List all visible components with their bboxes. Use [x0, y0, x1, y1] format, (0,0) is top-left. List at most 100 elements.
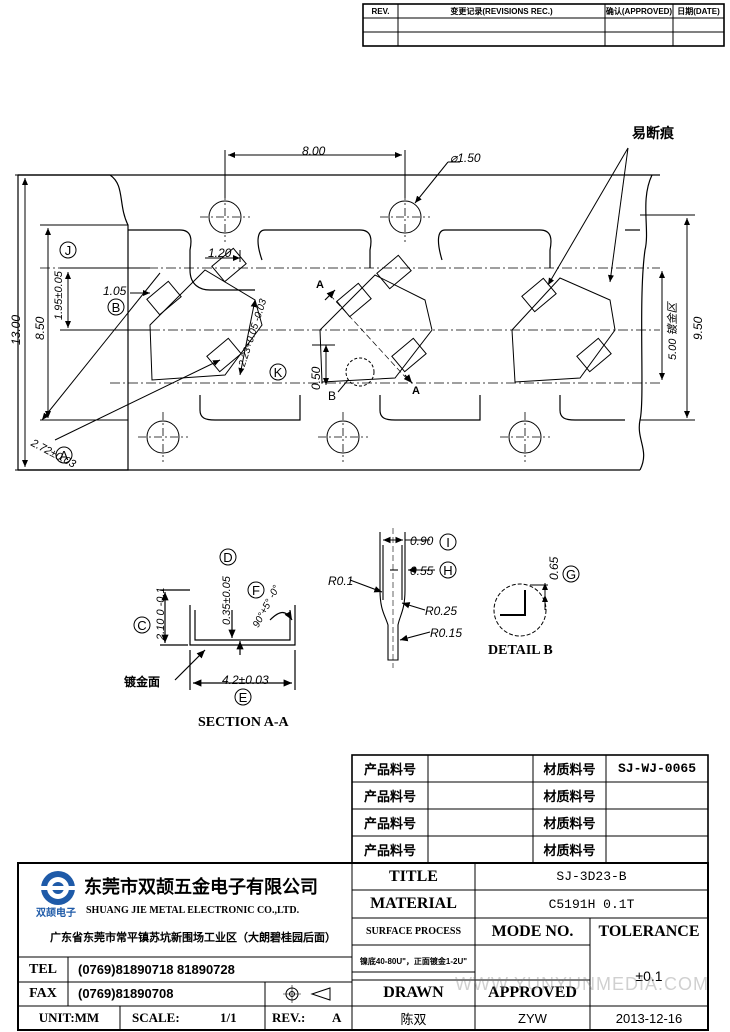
contact-1 [146, 247, 263, 381]
balloons [55, 241, 580, 706]
balloon-d: D [223, 549, 233, 565]
title-value: SJ-3D23-B [556, 869, 627, 884]
drawn-value: 陈双 [400, 1011, 427, 1027]
part-row-1-value [428, 755, 533, 782]
approved-value: ZYW [518, 1010, 547, 1026]
material-row-3-value [606, 809, 708, 836]
dim-065-label: 0.65 [547, 556, 561, 580]
balloon-c: C [137, 617, 147, 633]
rev-label: REV.: [272, 1010, 306, 1025]
dim-left-verticals [15, 174, 150, 471]
dim-pitch-label: 8.00 [302, 144, 326, 158]
revisions-col-header: 变更记录(REVISIONS REC.) [450, 6, 553, 16]
section-aa-profile [160, 589, 296, 690]
mode-label: MODE NO. [491, 922, 574, 940]
part-row-3-label: 产品料号 [363, 816, 416, 831]
material-row-4-value [606, 836, 708, 863]
detail-b-profile [493, 583, 548, 637]
dim-r01-label: R0.1 [328, 574, 354, 588]
break-mark-leaders [547, 147, 629, 286]
part-row-2-value [428, 782, 533, 809]
dim-small-tabs [130, 250, 241, 296]
part-row-1-label: 产品料号 [363, 762, 416, 777]
strip-centerlines [40, 267, 660, 384]
part-row-4-value [428, 836, 533, 863]
dim-500-label: 5.00 镀金区 [667, 302, 679, 360]
tel-label: TEL [28, 961, 57, 977]
material-row-1-value: SJ-WJ-0065 [617, 761, 696, 776]
dim-055-label: 0.55 [410, 564, 434, 578]
dim-850-label: 8.50 [33, 316, 47, 340]
balloon-e: E [238, 689, 248, 705]
detail-b-title: DETAIL B [488, 643, 553, 658]
tolerance-value: ±0.1 [635, 967, 663, 984]
surface-label: SURFACE PROCESS [365, 926, 462, 937]
title-label: TITLE [389, 867, 438, 885]
material-label: MATERIAL [370, 895, 457, 912]
balloon-i: I [446, 534, 450, 550]
material-row-2-label: 材质料号 [543, 789, 596, 804]
dim-210-label: 2.10 0 -0.1 [155, 587, 167, 640]
fax-label: FAX [29, 986, 57, 1001]
fax-value: (0769)81890708 [78, 986, 174, 1001]
detail-mark-b: B [328, 389, 337, 403]
pilot-holes [146, 200, 542, 454]
date-col-header: 日期(DATE) [677, 6, 720, 16]
logo-mark [38, 871, 78, 905]
rev-value: A [332, 1010, 342, 1025]
dim-1300-label: 13.00 [9, 314, 23, 345]
drawn-label: DRAWN [383, 984, 444, 1001]
part-row-2-label: 产品料号 [363, 789, 416, 804]
watermark: WWW.YUNYUNMEDIA.COM [455, 974, 709, 994]
unit-label: UNIT:MM [38, 1010, 100, 1025]
detail-b-leader [337, 379, 349, 393]
title-block-grid [17, 862, 709, 1031]
dim-r025-label: R0.25 [425, 604, 458, 618]
approved-label: APPROVED [488, 984, 577, 1001]
dim-pitch [224, 150, 460, 204]
dim-195-label: 1.95±0.05 [53, 271, 65, 320]
tel-value: (0769)81890718 81890728 [78, 962, 235, 977]
scale-label: SCALE: [132, 1010, 180, 1025]
contact-tip-profile [349, 528, 435, 668]
dim-090-label: 0.90 [410, 534, 434, 548]
approved-col-header: 确认(APPROVED) [605, 6, 673, 16]
material-row-4-label: 材质料号 [543, 843, 596, 858]
section-cut-line [324, 289, 413, 384]
material-row-2-value [606, 782, 708, 809]
dim-035-label: 0.35±0.05 [221, 576, 233, 625]
dim-950-label: 9.50 [691, 316, 705, 340]
plating-face-label: 镀金面 [124, 675, 161, 689]
dim-050 [312, 344, 335, 385]
balloon-k: K [273, 364, 283, 380]
rev-col-header: REV. [371, 6, 390, 16]
balloon-h: H [443, 562, 453, 578]
dim-hole-label: ⌀1.50 [450, 151, 481, 165]
strip-outline [17, 174, 660, 471]
contact-3 [511, 277, 616, 383]
part-row-3-value [428, 809, 533, 836]
revision-table-grid [362, 3, 725, 47]
scale-value: 1/1 [220, 1010, 237, 1025]
contact-2 [319, 254, 433, 383]
dim-050-label: 0.50 [309, 366, 323, 390]
section-mark-a-bottom: A [412, 385, 420, 397]
balloon-g: G [565, 566, 577, 582]
section-aa-title: SECTION A-A [198, 715, 289, 730]
material-row-3-label: 材质料号 [543, 816, 596, 831]
dim-120-label: 1.20 [208, 246, 232, 260]
company-name-en: SHUANG JIE METAL ELECTRONIC CO.,LTD. [86, 905, 300, 916]
dim-42-label: 4.2±0.03 [222, 673, 269, 687]
section-mark-a-top: A [316, 279, 324, 291]
company-name-cn: 东莞市双颉五金电子有限公司 [84, 877, 318, 897]
balloon-f: F [252, 582, 260, 598]
dim-r015-label: R0.15 [430, 626, 463, 640]
balloon-a: A [59, 447, 69, 463]
tolerance-label: TOLERANCE [598, 922, 700, 940]
detail-b-circle [345, 357, 375, 387]
part-row-4-label: 产品料号 [363, 843, 416, 858]
dim-right-verticals [640, 214, 695, 421]
dim-diagonals [41, 272, 257, 441]
balloon-j: J [64, 242, 72, 258]
